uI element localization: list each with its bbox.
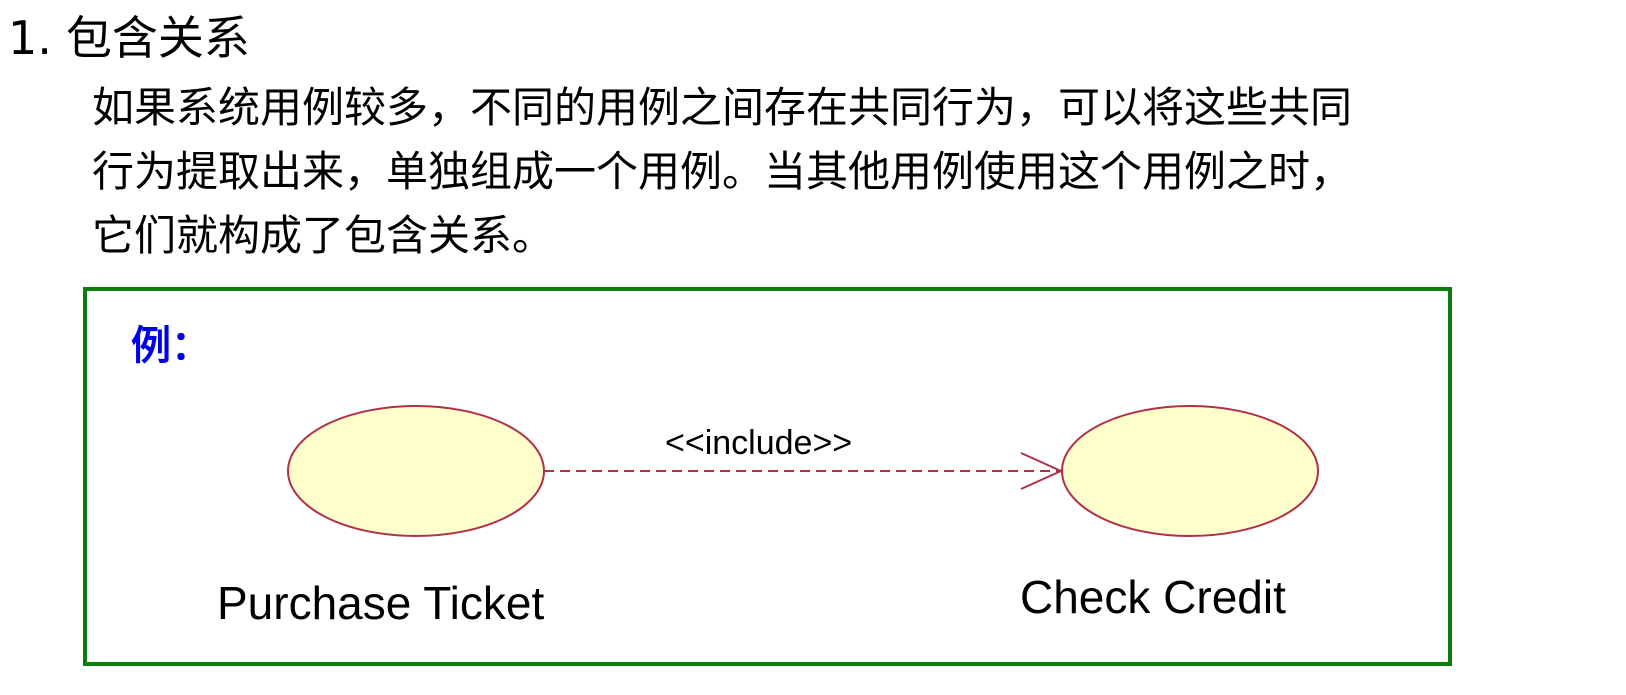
check-credit-label: Check Credit (1020, 571, 1286, 623)
example-label: 例： (131, 323, 211, 369)
paragraph-line-2: 行为提取出来，单独组成一个用例。当其他用例使用这个用例之时， (92, 147, 1353, 196)
include-stereotype: <<include>> (665, 424, 853, 462)
use-case-purchase-ticket (287, 405, 545, 537)
description-paragraph: 如果系统用例较多，不同的用例之间存在共同行为，可以将这些共同 行为提取出来，单独… (92, 76, 1622, 268)
paragraph-line-1: 如果系统用例较多，不同的用例之间存在共同行为，可以将这些共同 (92, 83, 1353, 132)
example-box: 例： <<include>> Purchase Ticket Check Cre… (83, 287, 1452, 666)
use-case-check-credit (1061, 405, 1319, 537)
heading-title: 包含关系 (65, 11, 250, 65)
paragraph-line-3: 它们就构成了包含关系。 (92, 211, 555, 260)
purchase-ticket-label: Purchase Ticket (217, 577, 545, 629)
use-case-diagram (287, 405, 1319, 537)
heading-number: 1. (8, 11, 52, 65)
heading: 1.包含关系 (8, 6, 250, 70)
include-arrowhead (1020, 452, 1064, 490)
